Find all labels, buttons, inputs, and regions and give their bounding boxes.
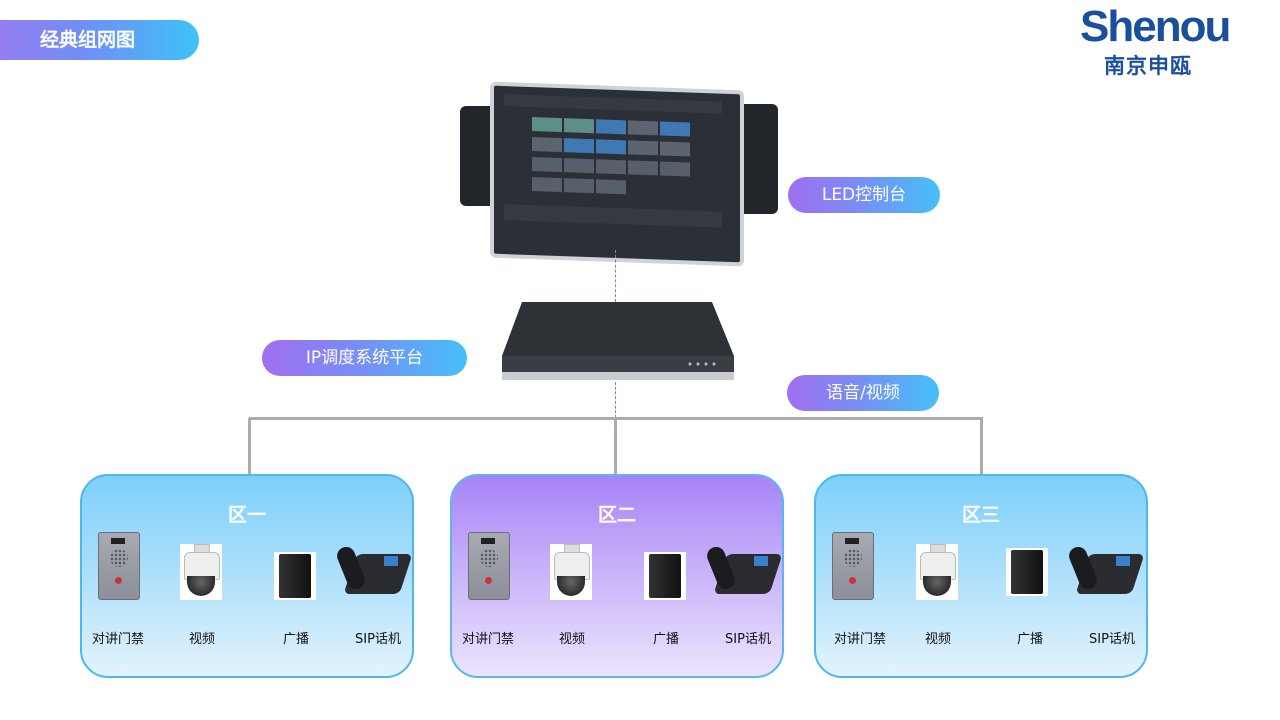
device-label: 广播 xyxy=(652,632,679,647)
device-label: 对讲门禁 xyxy=(833,632,886,647)
intercom-device-icon xyxy=(832,532,874,600)
zone-title: 区二 xyxy=(597,504,636,526)
console-tile xyxy=(660,141,690,157)
console-tile xyxy=(596,179,626,195)
console-tile xyxy=(660,121,690,137)
device-label: 视频 xyxy=(188,632,215,647)
console-tile xyxy=(628,140,658,156)
sip-phone-device-icon xyxy=(1066,540,1145,598)
speaker-device-icon xyxy=(644,552,686,600)
device-label: SIP话机 xyxy=(725,632,771,647)
logo-brand: Shenou xyxy=(1080,2,1231,51)
zone-title: 区一 xyxy=(227,504,266,526)
console-server-connector xyxy=(615,250,616,302)
console-tile xyxy=(564,158,594,174)
console-tile xyxy=(532,117,562,133)
device-label: SIP话机 xyxy=(355,632,401,647)
console-tile xyxy=(628,160,658,176)
console-tile xyxy=(628,120,658,136)
led-console-monitor xyxy=(490,81,744,267)
device-label: 对讲门禁 xyxy=(91,632,144,647)
page-title: 经典组网图 xyxy=(0,20,199,60)
zone-1: 区一 对讲门禁 视频 广播 SIP话机 xyxy=(80,474,414,678)
console-tile xyxy=(660,161,690,177)
device-label: 视频 xyxy=(558,632,585,647)
camera-device-icon xyxy=(916,544,958,600)
voice-video-label: 语音/视频 xyxy=(787,375,939,411)
bus-drop-zone-1 xyxy=(248,418,251,474)
camera-device-icon xyxy=(550,544,592,600)
monitor-bottom-bar xyxy=(504,204,722,228)
bus-drop-zone-3 xyxy=(980,418,983,474)
ip-platform-server xyxy=(502,302,734,380)
bus-drop-zone-2 xyxy=(614,418,617,474)
console-tile xyxy=(532,137,562,153)
zone-2: 区二 对讲门禁 视频 广播 SIP话机 xyxy=(450,474,784,678)
device-label: 对讲门禁 xyxy=(461,632,514,647)
logo-subtitle: 南京申瓯 xyxy=(1104,54,1192,78)
console-tile xyxy=(596,159,626,175)
console-tile xyxy=(564,178,594,194)
console-tile xyxy=(596,119,626,135)
sip-phone-device-icon xyxy=(334,540,413,598)
device-label: 广播 xyxy=(282,632,309,647)
speaker-device-icon xyxy=(1006,548,1048,596)
camera-device-icon xyxy=(180,544,222,600)
console-tile xyxy=(532,177,562,193)
monitor-toolbar xyxy=(504,94,722,114)
console-tile xyxy=(564,138,594,154)
sip-phone-device-icon xyxy=(704,540,783,598)
console-tile xyxy=(564,118,594,134)
console-tile xyxy=(596,139,626,155)
led-console-label: LED控制台 xyxy=(788,177,940,213)
device-label: 视频 xyxy=(924,632,951,647)
zone-title: 区三 xyxy=(961,504,1000,526)
ip-platform-label: IP调度系统平台 xyxy=(262,340,467,376)
speaker-device-icon xyxy=(274,552,316,600)
server-bus-connector xyxy=(615,382,616,418)
intercom-device-icon xyxy=(468,532,510,600)
device-label: 广播 xyxy=(1016,632,1043,647)
intercom-device-icon xyxy=(98,532,140,600)
console-tile xyxy=(532,157,562,173)
device-label: SIP话机 xyxy=(1089,632,1135,647)
zone-3: 区三 对讲门禁 视频 广播 SIP话机 xyxy=(814,474,1148,678)
